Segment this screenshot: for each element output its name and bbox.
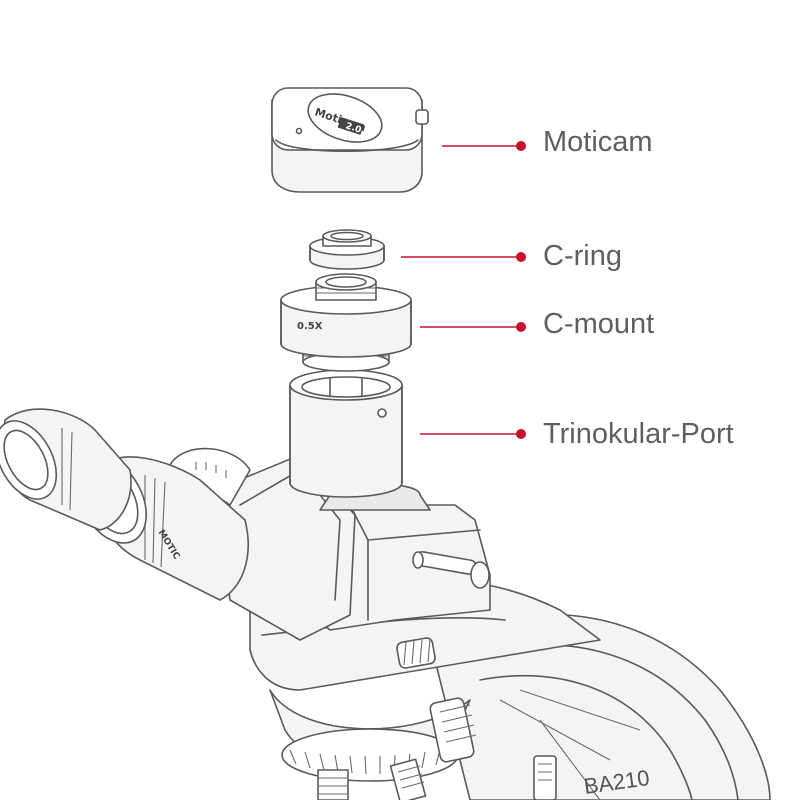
microscope-body: BA210 MOTIC <box>0 408 771 804</box>
callout-c-mount: C-mount <box>420 308 654 340</box>
c-mount-part: 0.5X <box>280 273 412 372</box>
trinocular-port-part <box>289 369 403 498</box>
label-trinocular-port: Trinokular-Port <box>543 418 734 450</box>
label-moticam: Moticam <box>543 126 653 158</box>
callout-c-ring: C-ring <box>401 240 622 272</box>
label-c-ring: C-ring <box>543 240 622 272</box>
camera-model-text: 2.0 <box>344 121 362 135</box>
moticam-camera-part: Moticam 2.0 <box>271 87 429 193</box>
callout-trinocular-port: Trinokular-Port <box>420 418 734 450</box>
callout-moticam: Moticam <box>442 126 653 158</box>
magnification-text: 0.5X <box>297 321 323 332</box>
label-c-mount: C-mount <box>543 308 654 340</box>
c-ring-part <box>309 229 385 270</box>
